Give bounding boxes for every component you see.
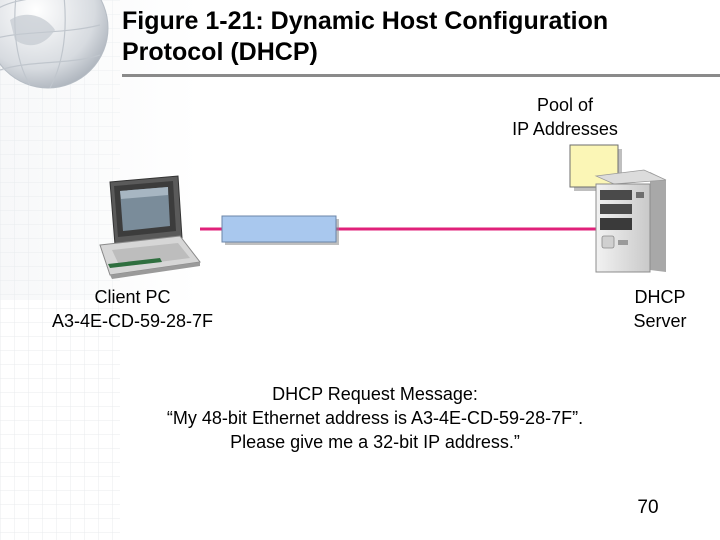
message-line-3: Please give me a 32-bit IP address.”	[230, 432, 520, 452]
ip-pool-label-line-1: Pool of	[536, 95, 594, 115]
client-pc-label-line-2: A3-4E-CD-59-28-7F	[51, 311, 214, 331]
request-message-caption: DHCP Request Message: “My 48-bit Etherne…	[110, 382, 640, 454]
title-line-1: Figure 1-21: Dynamic Host Configuration	[122, 7, 609, 35]
ip-pool-label: Pool of IP Addresses	[495, 93, 635, 141]
dhcp-server-label-line-2: Server	[633, 311, 687, 331]
title-underline	[122, 74, 720, 77]
slide-title: Figure 1-21: Dynamic Host Configuration …	[122, 6, 702, 68]
ip-pool-label-line-2: IP Addresses	[512, 119, 618, 139]
title-line-2: Protocol (DHCP)	[122, 38, 318, 66]
dhcp-server-label: DHCP Server	[610, 285, 710, 333]
client-pc-label: Client PC A3-4E-CD-59-28-7F	[30, 285, 235, 333]
message-line-1: DHCP Request Message:	[272, 384, 478, 404]
dhcp-server-label-line-1: DHCP	[634, 287, 686, 307]
dhcp-server-icon	[594, 169, 667, 273]
page-number: 70	[637, 497, 659, 518]
client-pc-icon	[99, 175, 201, 279]
client-pc-label-line-1: Client PC	[94, 287, 171, 307]
message-box	[221, 215, 339, 245]
message-line-2: “My 48-bit Ethernet address is A3-4E-CD-…	[166, 408, 584, 428]
globe-icon	[0, 0, 109, 89]
